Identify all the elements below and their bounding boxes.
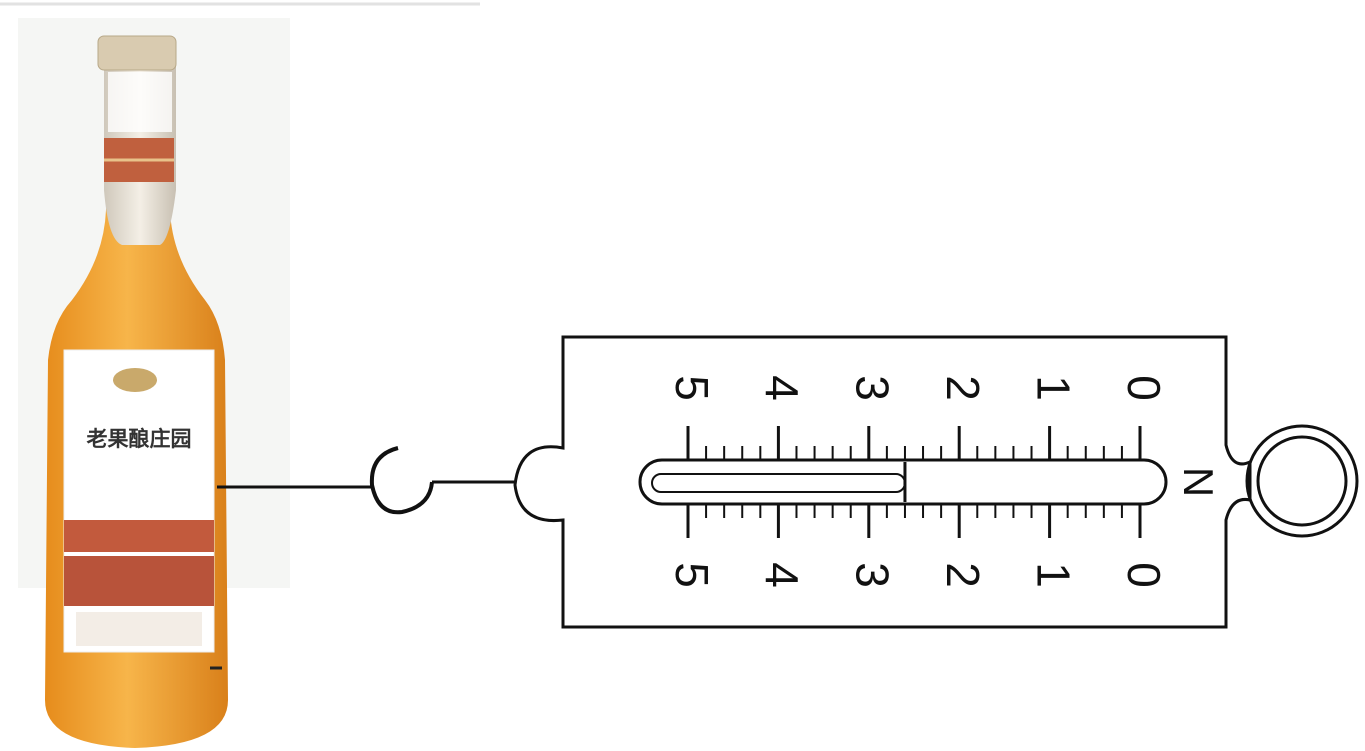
bottle-label bbox=[63, 349, 215, 653]
label-red-band bbox=[64, 520, 214, 552]
tick-label-bottom: 2 bbox=[937, 562, 989, 588]
label-emblem bbox=[113, 368, 157, 392]
tick-label-top: 5 bbox=[666, 375, 718, 401]
bottle-label-text: 老果酿庄园 bbox=[87, 427, 192, 451]
tick-label-top: 0 bbox=[1118, 375, 1170, 401]
tick-label-top: 2 bbox=[937, 375, 989, 401]
ring-inner bbox=[1256, 435, 1348, 527]
bottle-cap bbox=[97, 35, 177, 71]
label-bottom-box bbox=[76, 612, 202, 646]
tick-label-top: 4 bbox=[756, 375, 808, 401]
bottle: 老果酿庄园 bbox=[45, 35, 228, 748]
tick-label-bottom: 0 bbox=[1118, 562, 1170, 588]
tick-label-bottom: 5 bbox=[666, 562, 718, 588]
tick-label-top: 1 bbox=[1027, 375, 1079, 401]
indicator-rod bbox=[651, 473, 906, 493]
label-band bbox=[64, 556, 214, 606]
labels-top: 0 1 2 3 4 5 bbox=[666, 375, 1170, 401]
hook bbox=[369, 446, 434, 515]
tick-label-top: 3 bbox=[847, 375, 899, 401]
ticks-bottom bbox=[686, 504, 1142, 538]
unit-label: N bbox=[1175, 467, 1222, 497]
neck-label bbox=[108, 72, 172, 132]
ring-outer bbox=[1245, 424, 1359, 538]
tick-label-bottom: 3 bbox=[847, 562, 899, 588]
ticks-top bbox=[686, 426, 1142, 460]
tick-label-bottom: 4 bbox=[756, 562, 808, 588]
tick-label-bottom: 1 bbox=[1027, 562, 1079, 588]
labels-bottom: 0 1 2 3 4 5 bbox=[666, 562, 1170, 588]
